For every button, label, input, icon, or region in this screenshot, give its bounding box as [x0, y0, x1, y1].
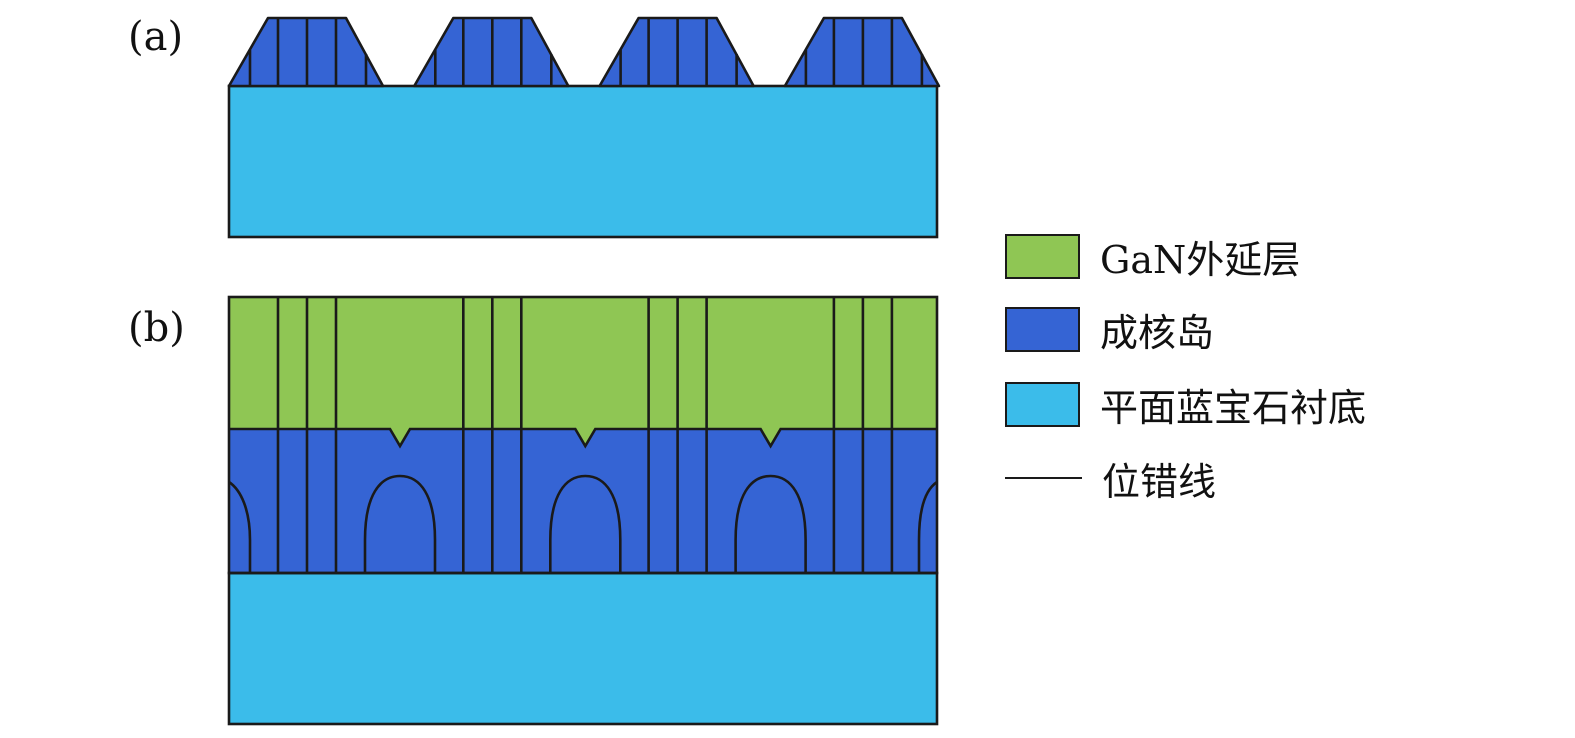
- bent-dislocation-loop: [549, 474, 622, 573]
- legend-item-island: 成核岛: [1005, 305, 1214, 355]
- bent-dislocation-loop: [917, 480, 938, 573]
- legend-swatch-island: [1005, 306, 1080, 352]
- gan-island-interface: [229, 427, 937, 449]
- legend-item-gan: GaN外延层: [1005, 232, 1300, 282]
- v-pit: [390, 428, 410, 446]
- panel-label-a: (a): [128, 14, 184, 60]
- bent-dislocation-loop: [734, 474, 807, 573]
- gan-epilayer: [229, 297, 937, 429]
- substrate-b: [227, 571, 939, 726]
- bent-dislocation-loop: [228, 480, 252, 573]
- substrate-a: [227, 84, 939, 239]
- legend-label: 平面蓝宝石衬底: [1100, 385, 1367, 430]
- legend-label: GaN外延层: [1100, 237, 1301, 282]
- legend-line-dislocation: [1005, 477, 1082, 479]
- legend-label: 成核岛: [1100, 310, 1215, 355]
- v-pit: [760, 428, 781, 446]
- v-pit: [575, 428, 596, 446]
- legend-item-dislocation: 位错线: [1005, 454, 1216, 504]
- nucleation-layer: [229, 429, 937, 573]
- legend-item-substrate: 平面蓝宝石衬底: [1005, 380, 1366, 430]
- panel-label-b: (b): [128, 305, 185, 351]
- bent-dislocation-loop: [363, 474, 437, 573]
- legend-swatch-substrate: [1005, 381, 1080, 427]
- legend-label: 位错线: [1102, 459, 1217, 504]
- legend-swatch-gan: [1005, 233, 1080, 279]
